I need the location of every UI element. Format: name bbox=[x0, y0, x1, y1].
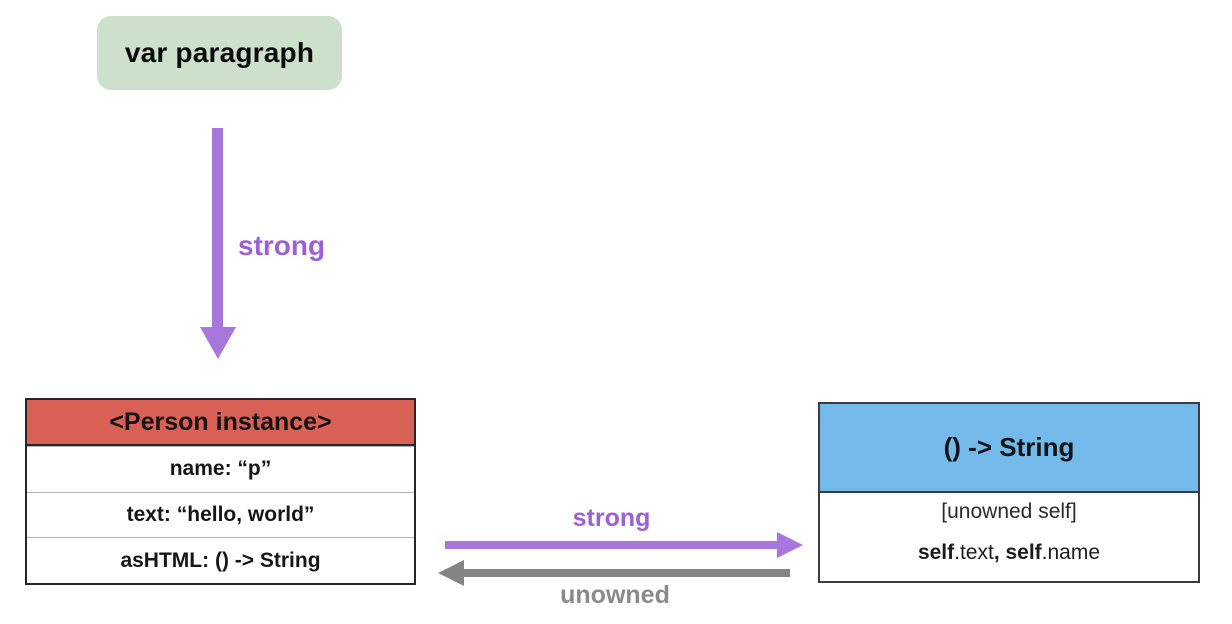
strong-arrow-vertical-shaft bbox=[212, 128, 223, 327]
var-paragraph-box: var paragraph bbox=[97, 16, 342, 90]
closure-refs-label: self.text, self.name bbox=[918, 541, 1100, 565]
closure-header: () -> String bbox=[820, 404, 1198, 493]
table-row-name: name: “p” bbox=[27, 446, 414, 492]
table-row-ashtml: asHTML: () -> String bbox=[27, 537, 414, 583]
arrow-right-icon bbox=[777, 532, 803, 558]
self-keyword: self bbox=[917, 541, 955, 564]
closure-body: [unowned self] self.text, self.name bbox=[820, 493, 1198, 581]
table-row-text: text: “hello, world” bbox=[27, 491, 414, 538]
arrow-down-icon bbox=[200, 327, 236, 359]
strong-label-vertical: strong bbox=[238, 230, 326, 261]
capture-list-label: [unowned self] bbox=[941, 500, 1077, 523]
unowned-arrow-shaft bbox=[463, 569, 790, 577]
closure-box: () -> String [unowned self] self.text, s… bbox=[818, 402, 1200, 583]
name-property: .name bbox=[1041, 541, 1101, 564]
strong-label-horizontal: strong bbox=[572, 504, 651, 532]
person-table-header: <Person instance> bbox=[27, 400, 414, 446]
strong-arrow-horizontal-shaft bbox=[445, 541, 778, 549]
var-paragraph-label: var paragraph bbox=[124, 37, 315, 68]
person-instance-table: <Person instance> name: “p” text: “hello… bbox=[25, 398, 416, 585]
self-keyword: , self bbox=[993, 541, 1042, 564]
text-property: .text bbox=[954, 541, 994, 564]
unowned-label: unowned bbox=[560, 581, 670, 609]
arrow-left-icon bbox=[438, 560, 464, 586]
